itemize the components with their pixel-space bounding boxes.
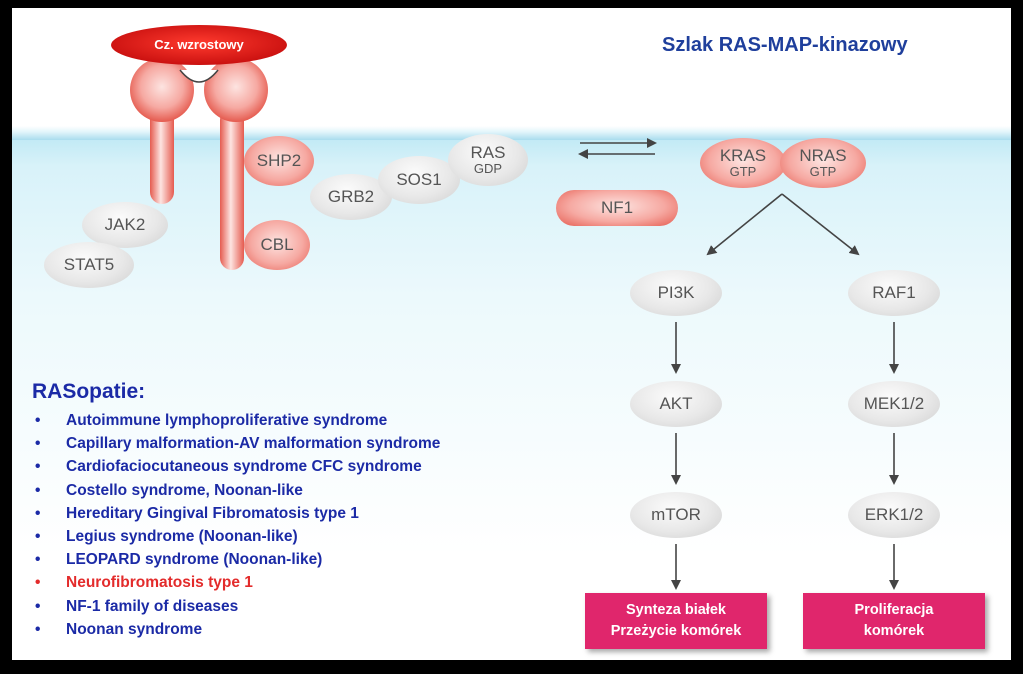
cell-membrane [12,126,1011,140]
outcome-proliferation: Proliferacja komórek [803,593,985,649]
node-nras-label: NRAS [799,146,847,166]
rasopathy-list-item: Capillary malformation-AV malformation s… [32,435,440,458]
growth-factor-shape [111,25,287,65]
node-ras-label: RAS [470,143,506,163]
node-mek12: MEK1/2 [848,381,940,427]
receptor-lobe-right [204,58,268,122]
receptor-stalk-left [150,108,174,204]
receptor-stalk-right [220,108,244,270]
node-sos1: SOS1 [378,156,460,204]
node-pi3k: PI3K [630,270,722,316]
node-mtor-label: mTOR [651,505,701,525]
rasopathy-list-item: Legius syndrome (Noonan-like) [32,528,440,551]
arrow-ras-to-pi3k [706,193,783,256]
rasopathies-heading: RASopatie: [32,380,146,403]
rasopathy-list-item: Hereditary Gingival Fibromatosis type 1 [32,505,440,528]
node-nras-gtp: NRAS GTP [780,138,866,188]
node-sos1-label: SOS1 [396,170,442,190]
node-akt: AKT [630,381,722,427]
node-erk12: ERK1/2 [848,492,940,538]
rasopathy-list-item: Neurofibromatosis type 1 [32,574,440,597]
rasopathy-list-item: Cardiofaciocutaneous syndrome CFC syndro… [32,458,440,481]
rasopathy-list-item: Costello syndrome, Noonan-like [32,482,440,505]
node-stat5: STAT5 [44,242,134,288]
node-kras-sub-label: GTP [729,164,757,180]
node-stat5-label: STAT5 [63,255,115,275]
rasopathy-list-item: NF-1 family of diseases [32,598,440,621]
node-nf1-label: NF1 [600,198,634,218]
growth-factor-label: Cz. wzrostowy [154,37,244,53]
node-nf1: NF1 [556,190,678,226]
rasopathy-list-item: Noonan syndrome [32,621,440,644]
node-nras-sub-label: GTP [809,164,837,180]
node-kras-gtp: KRAS GTP [700,138,786,188]
rasopathy-list-item: LEOPARD syndrome (Noonan-like) [32,551,440,574]
node-ras-gdp: RAS GDP [448,134,528,186]
node-pi3k-label: PI3K [657,283,695,303]
diagram-title: Szlak RAS-MAP-kinazowy [662,34,908,56]
node-shp2-label: SHP2 [256,151,302,171]
arrow-ras-to-raf1 [781,193,860,256]
node-mek12-label: MEK1/2 [863,394,925,414]
node-cbl: CBL [244,220,310,270]
node-jak2-label: JAK2 [104,215,146,235]
node-kras-label: KRAS [719,146,767,166]
node-jak2: JAK2 [82,202,168,248]
node-raf1-label: RAF1 [872,283,916,303]
node-raf1: RAF1 [848,270,940,316]
node-akt-label: AKT [659,394,693,414]
node-grb2-label: GRB2 [327,187,375,207]
rasopathies-list: Autoimmune lymphoproliferative syndromeC… [32,412,440,644]
receptor-binding-pocket [179,69,219,83]
node-shp2: SHP2 [244,136,314,186]
slide: Cz. wzrostowy SHP2 CBL JAK2 STAT5 GRB2 S… [12,8,1011,660]
node-ras-sub-label: GDP [473,161,503,177]
rasopathy-list-item: Autoimmune lymphoproliferative syndrome [32,412,440,435]
receptor-lobe-left [130,58,194,122]
receptor [111,25,287,270]
node-erk12-label: ERK1/2 [864,505,924,525]
outcome-protein-synthesis: Synteza białek Przeżycie komórek [585,593,767,649]
node-cbl-label: CBL [260,235,294,255]
node-mtor: mTOR [630,492,722,538]
pathway-arrows [578,138,899,590]
